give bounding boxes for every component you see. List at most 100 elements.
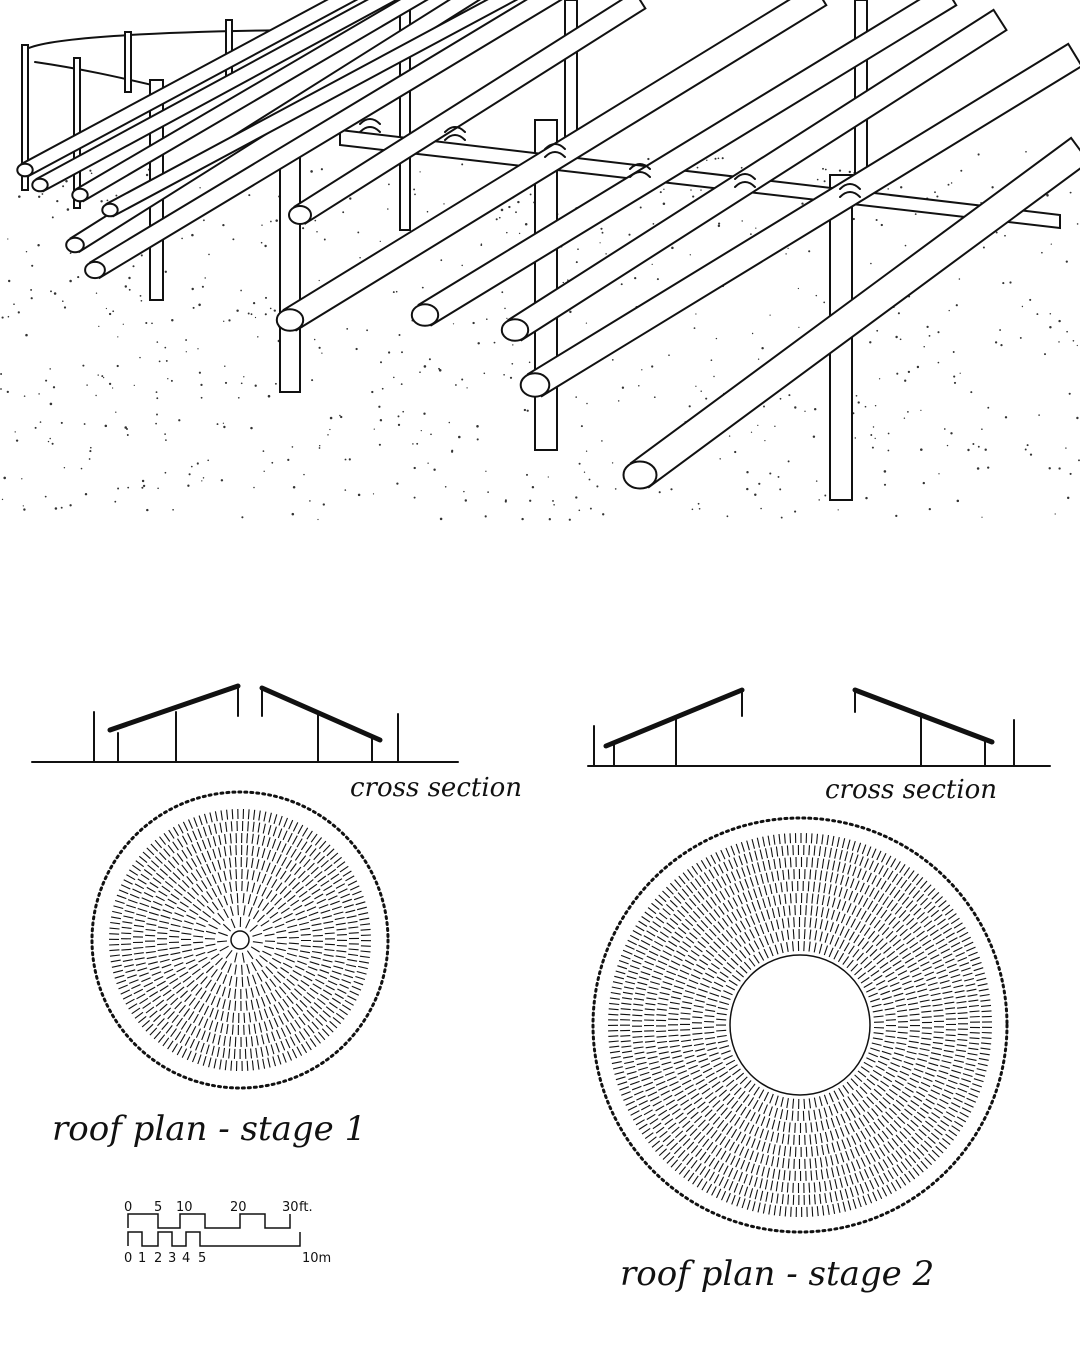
stipple-dot <box>480 243 483 245</box>
stipple-dot <box>480 244 483 247</box>
stipple-dot <box>7 238 9 240</box>
stipple-dot <box>56 199 59 203</box>
stipple-dot <box>984 448 987 451</box>
stipple-dot <box>164 270 167 273</box>
stipple-dot <box>18 195 21 198</box>
stipple-dot <box>339 414 341 417</box>
stipple-dot <box>578 462 581 465</box>
stipple-dot <box>651 365 654 368</box>
m-1: 1 <box>138 1251 146 1266</box>
stipple-dot <box>808 250 811 253</box>
stipple-dot <box>25 250 28 253</box>
stipple-dot <box>224 381 228 384</box>
stipple-dot <box>69 279 72 283</box>
stipple-dot <box>653 396 656 399</box>
stipple-dot <box>504 307 506 310</box>
stipple-dot <box>1041 251 1043 254</box>
stipple-dot <box>981 428 983 430</box>
stipple-dot <box>309 500 311 502</box>
stipple-dot <box>191 287 194 291</box>
stipple-dot <box>754 493 757 497</box>
thatch-band <box>204 905 276 975</box>
stipple-dot <box>13 303 15 305</box>
stipple-dot <box>787 247 789 250</box>
stipple-dot <box>38 195 41 198</box>
stipple-dot <box>185 339 188 341</box>
stipple-dot <box>155 422 157 425</box>
stipple-dot <box>54 507 58 510</box>
stipple-dot <box>922 481 925 485</box>
lashing <box>629 163 651 178</box>
stipple-dot <box>151 322 153 325</box>
stipple-dot <box>797 287 800 290</box>
stipple-dot <box>824 494 827 497</box>
stipple-dot <box>400 383 403 385</box>
stipple-dot <box>567 279 569 281</box>
stipple-dot <box>871 446 874 449</box>
stipple-dot <box>199 187 201 189</box>
stipple-dot <box>192 306 195 309</box>
stipple-dot <box>430 433 432 436</box>
stipple-dot <box>204 277 206 279</box>
thatch-band <box>703 928 897 1122</box>
stipple-dot <box>746 487 749 491</box>
rafter-end <box>84 260 106 280</box>
stipple-dot <box>972 443 975 445</box>
stipple-dot <box>185 351 187 353</box>
stipple-dot <box>920 409 922 412</box>
stipple-dot <box>37 244 40 247</box>
stipple-dot <box>857 401 860 404</box>
stipple-dot <box>90 172 93 175</box>
stipple-dot <box>145 173 149 177</box>
stipple-dot <box>920 448 923 451</box>
stipple-dot <box>815 480 818 482</box>
cross-section-label-1: cross section <box>350 773 522 803</box>
stipple-dot <box>274 382 277 385</box>
stipple-dot <box>785 253 787 255</box>
stipple-dot <box>139 294 142 297</box>
stipple-dot <box>1004 416 1008 419</box>
roof-right <box>259 685 383 743</box>
stipple-dot <box>395 290 398 293</box>
stipple-dot <box>313 338 316 341</box>
stipple-dot <box>397 415 400 418</box>
stipple-dot <box>1058 467 1061 470</box>
stipple-dot <box>689 254 691 256</box>
roof-plan-stage-2 <box>591 816 1009 1234</box>
stipple-dot <box>568 518 571 521</box>
stipple-dot <box>172 508 174 511</box>
stipple-dot <box>128 276 131 280</box>
stipple-dot <box>303 473 305 476</box>
stipple-dot <box>126 428 128 430</box>
stipple-dot <box>950 182 953 184</box>
stipple-dot <box>190 465 193 468</box>
stipple-dot <box>51 442 54 445</box>
stipple-dot <box>695 313 697 315</box>
stipple-dot <box>262 450 265 452</box>
thatch-band <box>217 916 263 963</box>
stipple-dot <box>476 425 479 428</box>
stipple-dot <box>416 442 419 445</box>
stipple-dot <box>270 220 272 223</box>
stipple-dot <box>651 263 653 266</box>
stipple-dot <box>938 473 940 475</box>
stipple-dot <box>378 405 381 408</box>
stipple-dot <box>3 476 6 480</box>
feet-bar <box>127 1213 291 1229</box>
stipple-dot <box>529 193 532 196</box>
stipple-dot <box>423 412 426 415</box>
stipple-dot <box>127 486 130 489</box>
stipple-dot <box>264 244 267 248</box>
stipple-dot <box>202 477 205 479</box>
stipple-dot <box>813 407 817 411</box>
stipple-dot <box>164 471 167 474</box>
stipple-dot <box>302 227 305 230</box>
stipple-dot <box>761 346 764 350</box>
stipple-dot <box>247 312 250 315</box>
stipple-dot <box>691 508 694 511</box>
stipple-dot <box>698 507 701 510</box>
stipple-dot <box>982 246 985 249</box>
stipple-dot <box>1076 344 1078 347</box>
stipple-dot <box>518 232 521 235</box>
